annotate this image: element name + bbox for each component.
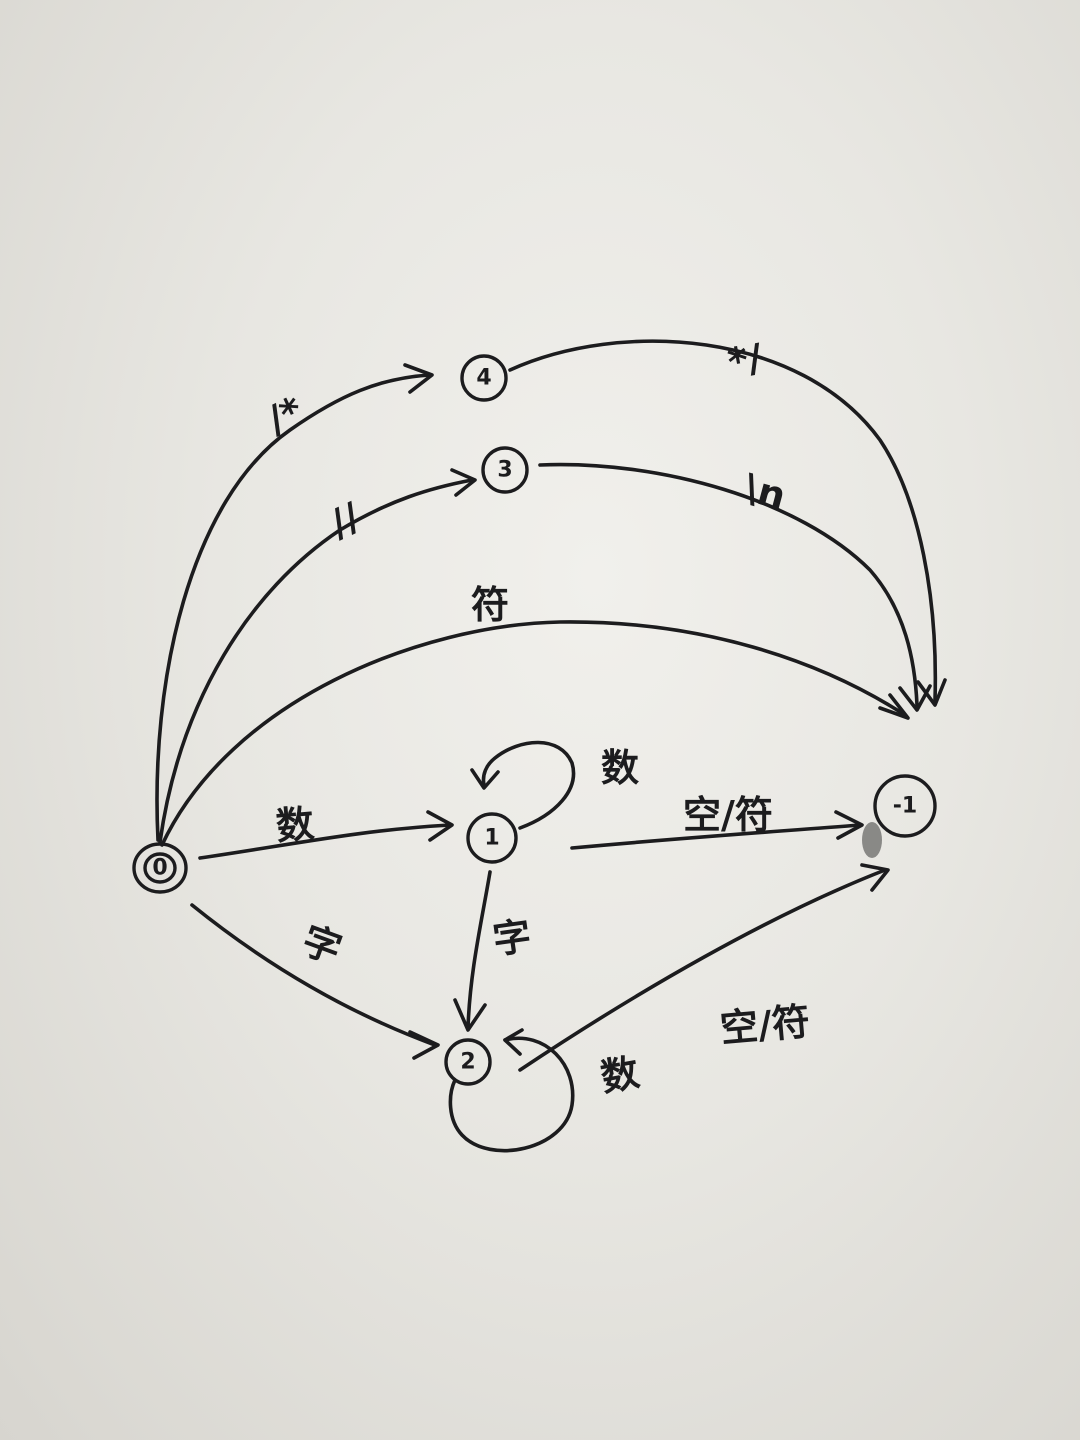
edge-label-0-to-end: 符 [471, 583, 509, 627]
edge-1-to-end [570, 810, 864, 850]
state-node-2: 2 [444, 1038, 492, 1086]
ink-smudge [862, 822, 882, 858]
edge-0-to-3 [158, 468, 477, 844]
edge-0-to-1 [198, 810, 454, 860]
edge-3-to-end [538, 462, 932, 712]
edge-label-1-to-end: 空/符 [683, 793, 773, 837]
state-node-0: 0 [132, 842, 188, 894]
state-node-2-label: 2 [460, 1050, 475, 1075]
edge-1-to-2 [453, 870, 492, 1032]
state-node-3: 3 [481, 446, 529, 494]
edge-label-2-self-loop: 数 [597, 1050, 642, 1100]
edge-label-0-to-4: /* [260, 388, 309, 442]
edge-0-to-2 [190, 903, 440, 1060]
state-node-end: -1 [873, 774, 937, 838]
state-node-1-label: 1 [484, 826, 499, 851]
edge-label-0-to-1: 数 [274, 801, 316, 848]
edge-label-4-to-end: */ [725, 335, 766, 384]
edge-0-to-end-direct [160, 620, 910, 847]
state-node-0-label: 0 [152, 856, 167, 881]
edge-2-to-end [518, 863, 890, 1072]
edge-label-1-to-2: 字 [490, 914, 534, 963]
state-node-4-label: 4 [476, 366, 491, 391]
edge-4-to-end [508, 339, 947, 707]
edge-label-1-self-loop: 数 [601, 746, 639, 790]
edge-2-self-loop [448, 1028, 575, 1153]
edge-label-0-to-2: 字 [297, 918, 348, 972]
state-node-4: 4 [460, 354, 508, 402]
state-node-1: 1 [466, 812, 518, 864]
edge-0-to-4 [155, 363, 434, 842]
edge-label-2-to-end: 空/符 [718, 999, 811, 1051]
state-node-end-label: -1 [893, 794, 917, 819]
edge-1-self-loop [470, 740, 576, 830]
state-node-3-label: 3 [497, 458, 512, 483]
